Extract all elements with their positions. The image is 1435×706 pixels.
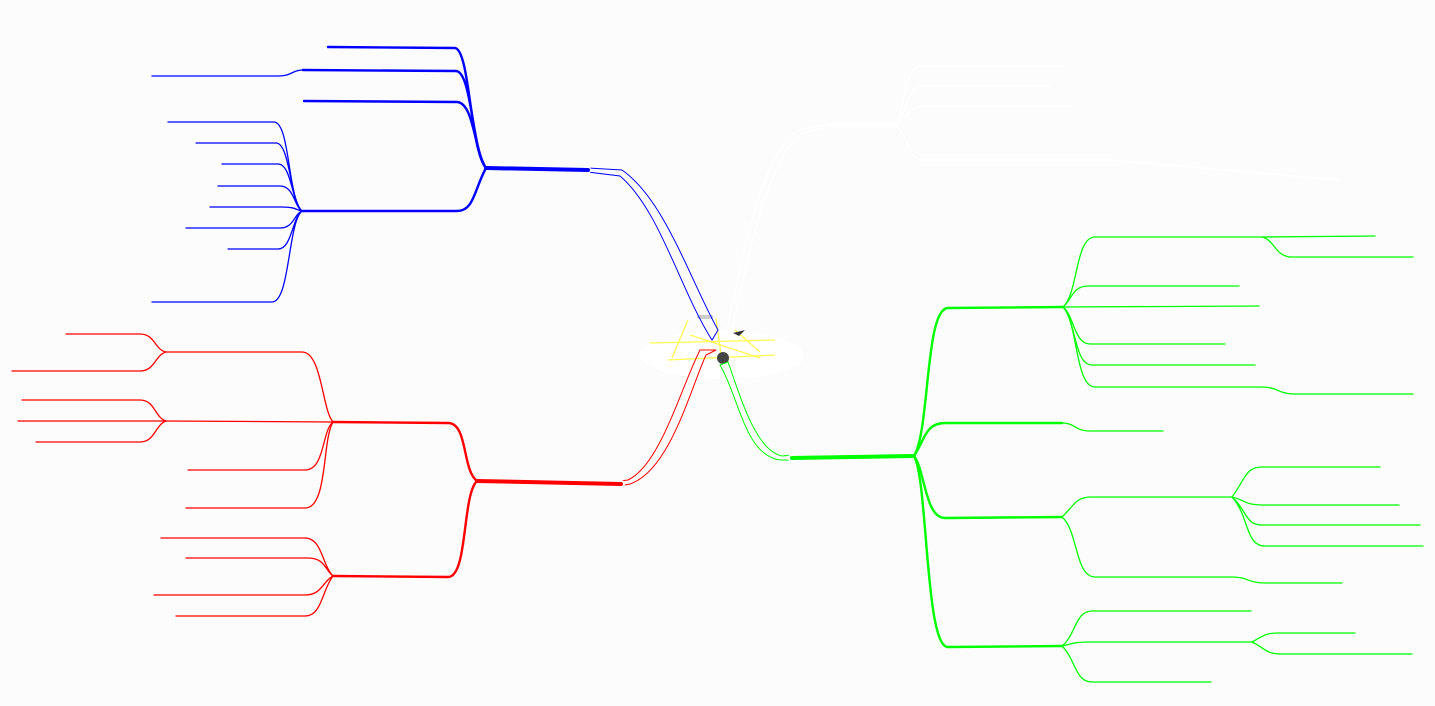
green-leaf-9 (1061, 516, 1343, 584)
red-leaf-6 (185, 557, 334, 577)
green-leaf-8b (1231, 496, 1400, 506)
green-leaf-7 (1061, 422, 1164, 432)
red-leaf-1a (65, 333, 167, 353)
green-leaf-1 (1062, 236, 1263, 308)
green-leaf-11 (1061, 641, 1253, 647)
white-leaf-5 (1109, 159, 1341, 181)
green-leaf-3 (1062, 305, 1260, 308)
central-globe-icon (717, 352, 729, 364)
green-leaf-5 (1062, 306, 1256, 366)
blue-sub-4 (300, 166, 488, 213)
red-leaf-3 (187, 421, 334, 471)
green-leaf-4 (1062, 306, 1226, 345)
branch-red-main-line (475, 479, 623, 486)
central-topic[interactable] (640, 315, 804, 379)
branch-white-trunk (725, 123, 831, 336)
branch-green-main-line (790, 454, 916, 460)
green-leaf-11b (1251, 641, 1413, 655)
green-leaf-8 (1061, 496, 1233, 518)
white-leaf-3 (894, 105, 1071, 126)
green-leaf-1a (1261, 235, 1376, 238)
red-leaf-5 (160, 537, 334, 577)
red-leaf-1b (11, 351, 167, 372)
branch-green[interactable] (719, 235, 1424, 683)
green-leaf-8c (1231, 496, 1421, 526)
blue-leaf-6 (209, 206, 303, 212)
green-sub-1 (912, 305, 1065, 458)
branch-blue-trunk (587, 167, 719, 341)
red-leaf-2 (165, 420, 334, 423)
white-leaf-2 (894, 85, 1051, 126)
green-leaf-2 (1062, 285, 1240, 308)
green-leaf-10 (1061, 610, 1252, 647)
branch-blue[interactable] (151, 45, 719, 341)
red-leaf-4 (185, 421, 334, 509)
central-label-mark (697, 315, 713, 319)
white-leaf-4 (894, 124, 1111, 161)
green-leaf-12 (1061, 645, 1212, 683)
blue-leaf-7 (185, 210, 303, 229)
blue-sub-1 (326, 45, 488, 170)
blue-sub-3 (302, 99, 488, 170)
red-leaf-8 (175, 575, 334, 617)
green-leaf-11a (1251, 632, 1356, 643)
red-leaf-2c (35, 420, 167, 443)
blue-leaf-5 (217, 185, 303, 212)
green-leaf-8d (1231, 496, 1424, 547)
branch-red-trunk (619, 349, 717, 487)
green-sub-2 (912, 421, 1064, 458)
red-leaf-7 (153, 575, 334, 596)
white-leaf-1 (894, 65, 1066, 126)
green-leaf-6 (1062, 306, 1414, 395)
green-leaf-8a (1231, 466, 1381, 498)
branch-blue-main-line (484, 166, 590, 172)
green-sub-4 (912, 454, 1064, 649)
branch-red[interactable] (11, 333, 717, 617)
blue-leaf-1 (151, 69, 304, 77)
central-arrow-icon (733, 330, 745, 336)
red-leaf-2a (21, 399, 167, 422)
blue-leaf-2 (167, 121, 303, 212)
blue-leaf-3 (195, 142, 303, 212)
green-sub-3 (912, 454, 1064, 520)
blue-leaf-9 (151, 210, 303, 303)
red-sub-1 (331, 420, 479, 483)
blue-sub-2 (301, 68, 488, 170)
branch-white[interactable] (725, 65, 1341, 336)
red-sub-2 (331, 479, 479, 579)
green-leaf-1b (1261, 236, 1414, 258)
red-leaf-1 (165, 351, 334, 423)
